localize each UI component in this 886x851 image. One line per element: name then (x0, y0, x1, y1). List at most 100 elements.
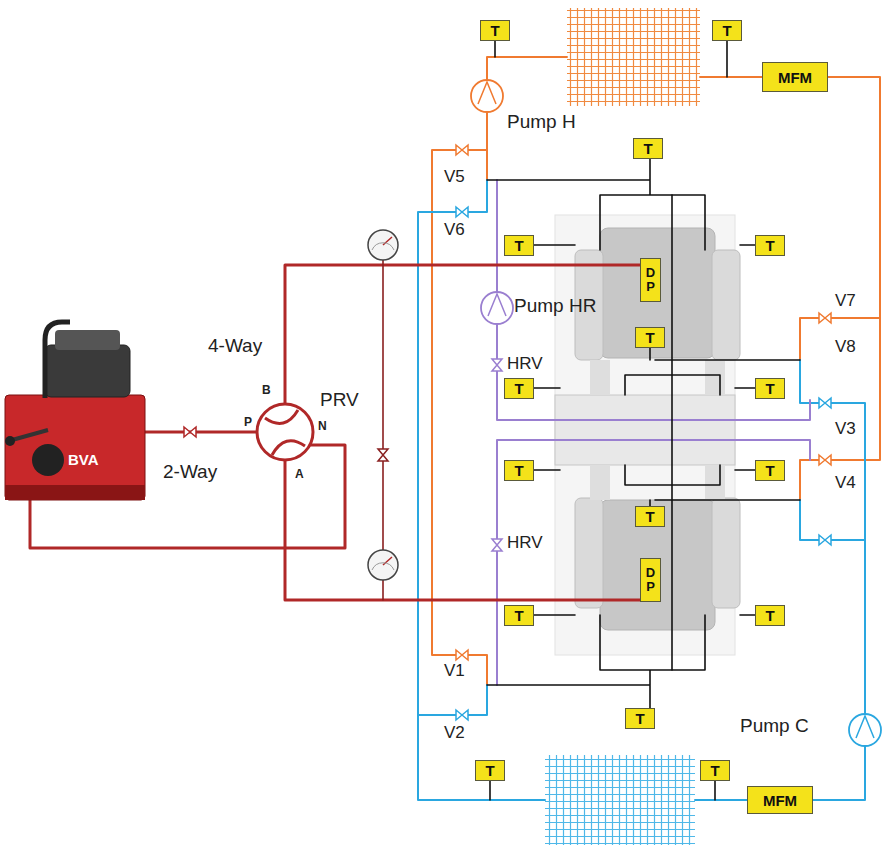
rig-drawing (700, 77, 880, 500)
rig-drawing (184, 80, 881, 746)
rig-drawing (5, 485, 145, 500)
rig-drawing (368, 230, 398, 580)
valve-symbol (819, 535, 831, 545)
sensor-label: MFM (778, 69, 812, 86)
temperature-sensor: T (625, 708, 655, 729)
pump-symbol (856, 716, 874, 738)
rig-drawing (257, 404, 313, 460)
part-label: HRV (507, 534, 543, 553)
sensor-label: T (514, 462, 523, 479)
rig-drawing (600, 500, 715, 630)
sensor-label: DP (644, 266, 657, 295)
rig-drawing (497, 324, 810, 420)
sensor-label: T (722, 22, 731, 39)
rig-drawing (32, 444, 64, 476)
temperature-sensor: T (475, 760, 505, 781)
sensor-label: T (514, 380, 523, 397)
rig-drawing (555, 215, 740, 655)
rig-drawing (5, 322, 145, 500)
part-label: V1 (444, 662, 465, 681)
rig-drawing (497, 180, 810, 685)
dp-sensor: DP (640, 258, 661, 302)
rig-drawing (382, 260, 384, 600)
temperature-sensor: T (635, 327, 665, 348)
temperature-sensor: T (504, 605, 534, 626)
rig-drawing (800, 318, 880, 360)
rig-drawing (45, 345, 130, 397)
valve-symbol (819, 398, 831, 408)
rig-drawing (671, 195, 673, 670)
sensor-label: T (765, 607, 774, 624)
sensor-label: T (490, 22, 499, 39)
rig-drawing (712, 498, 740, 608)
sensor-label: T (765, 462, 774, 479)
part-label: 4-Way (208, 336, 262, 357)
rig-drawing (372, 243, 394, 570)
pump-symbol (478, 82, 496, 104)
rig-drawing (712, 250, 740, 360)
rig-drawing (418, 180, 865, 800)
part-label: N (318, 420, 327, 433)
rig-drawing (590, 360, 610, 395)
pump-symbol (471, 80, 503, 112)
rig-drawing (600, 228, 715, 358)
flow-meter-box: MFM (747, 786, 813, 814)
flow-meter-box: MFM (762, 62, 828, 92)
rig-drawing (705, 465, 725, 500)
rig-drawing (5, 395, 145, 500)
part-label: 2-Way (163, 462, 217, 483)
sensor-label: T (645, 508, 654, 525)
part-label: V2 (444, 724, 465, 743)
rig-drawing (590, 465, 610, 500)
temperature-sensor: T (480, 20, 510, 41)
part-label: A (295, 468, 304, 481)
pump-symbol (488, 294, 506, 316)
valve-symbol (456, 710, 468, 720)
part-label: Pump C (740, 716, 809, 737)
rig-drawing (575, 498, 603, 608)
sensor-label: DP (644, 566, 657, 595)
dp-sensor: DP (640, 558, 661, 602)
temperature-sensor: T (755, 605, 785, 626)
rig-drawing (265, 410, 305, 455)
sensor-label: MFM (763, 792, 797, 809)
part-label: V6 (444, 221, 465, 240)
temperature-sensor: T (635, 506, 665, 527)
part-label: V3 (835, 420, 856, 439)
sensor-label: T (514, 607, 523, 624)
valve-symbol (819, 313, 831, 323)
valve-symbol (456, 650, 468, 660)
valve-symbol (492, 539, 502, 551)
rig-drawing (800, 500, 865, 540)
rig-drawing (567, 8, 700, 106)
pump-symbol (481, 292, 513, 324)
part-label: V8 (835, 338, 856, 357)
part-label: Pump H (507, 112, 576, 133)
sensor-label: T (645, 329, 654, 346)
valve-symbol (492, 359, 502, 371)
valve-symbol (184, 427, 196, 437)
rig-drawing (12, 430, 48, 440)
temperature-sensor: T (712, 20, 742, 41)
valve-symbol (456, 207, 468, 217)
rig-drawing (496, 180, 498, 292)
part-label: V7 (835, 292, 856, 311)
part-label: B (262, 384, 271, 397)
sensor-label: T (635, 710, 644, 727)
rig-drawing (383, 237, 392, 565)
sensor-label: T (514, 237, 523, 254)
rig-drawing (545, 755, 695, 845)
rig-drawing (285, 265, 640, 404)
temperature-sensor: T (755, 235, 785, 256)
temperature-sensor: T (504, 378, 534, 399)
sensor-label: T (765, 237, 774, 254)
temperature-sensor: T (755, 460, 785, 481)
rig-drawing (145, 431, 257, 434)
rig-drawing (418, 685, 487, 715)
part-label: HRV (507, 355, 543, 374)
rig-drawing (490, 40, 727, 800)
rig-drawing (497, 440, 810, 685)
part-label: PRV (320, 390, 359, 411)
rig-drawing (486, 150, 488, 180)
